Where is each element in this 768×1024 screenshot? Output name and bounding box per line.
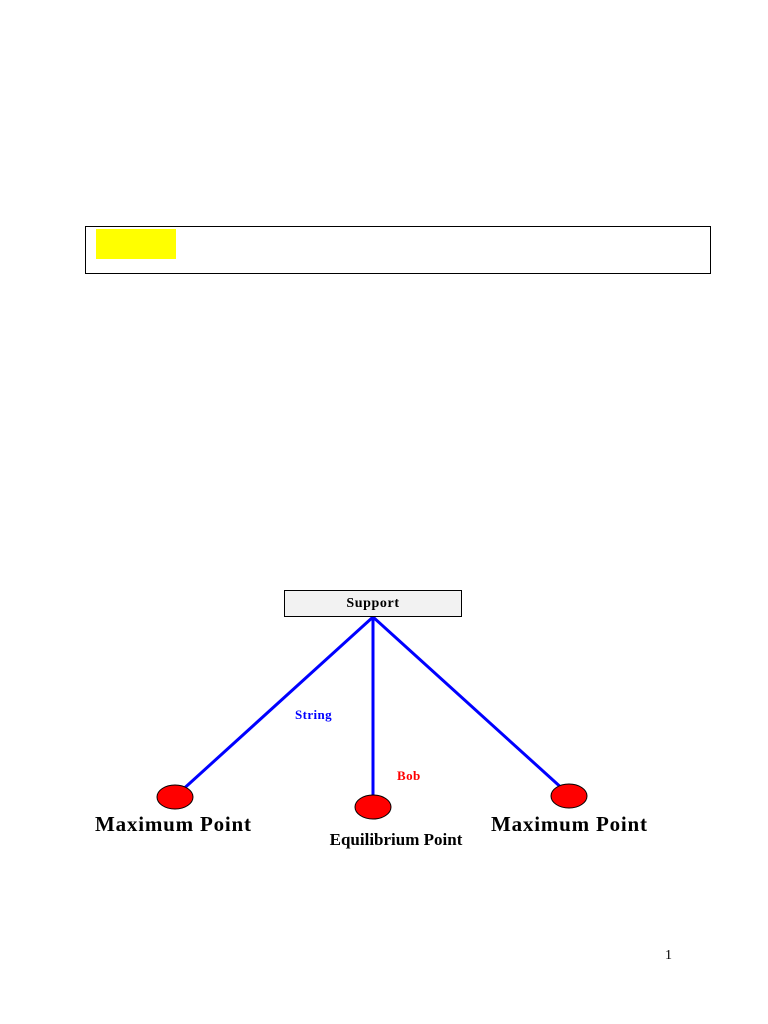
- string-right-icon: [371, 615, 567, 793]
- bob-right-icon: [550, 783, 588, 809]
- page-number: 1: [665, 948, 672, 963]
- pendulum-strings-and-bobs: [156, 615, 588, 820]
- string-left-icon: [177, 615, 375, 795]
- bob-label: Bob: [397, 768, 421, 783]
- bob-center-icon: [354, 794, 392, 820]
- string-label: String: [295, 707, 333, 722]
- maximum-point-left-label: Maximum Point: [95, 812, 252, 836]
- banner-text: [96, 229, 696, 259]
- pendulum-diagram: Support String Bob Maximum Point Maximum…: [95, 585, 699, 875]
- maximum-point-right-label: Maximum Point: [491, 812, 648, 836]
- support-box: Support: [284, 590, 462, 617]
- support-label: Support: [346, 595, 400, 611]
- highlighted-banner: [85, 226, 711, 274]
- equilibrium-point-label: Equilibrium Point: [329, 830, 463, 849]
- bob-left-icon: [156, 784, 194, 810]
- yellow-highlight-block: [96, 229, 176, 259]
